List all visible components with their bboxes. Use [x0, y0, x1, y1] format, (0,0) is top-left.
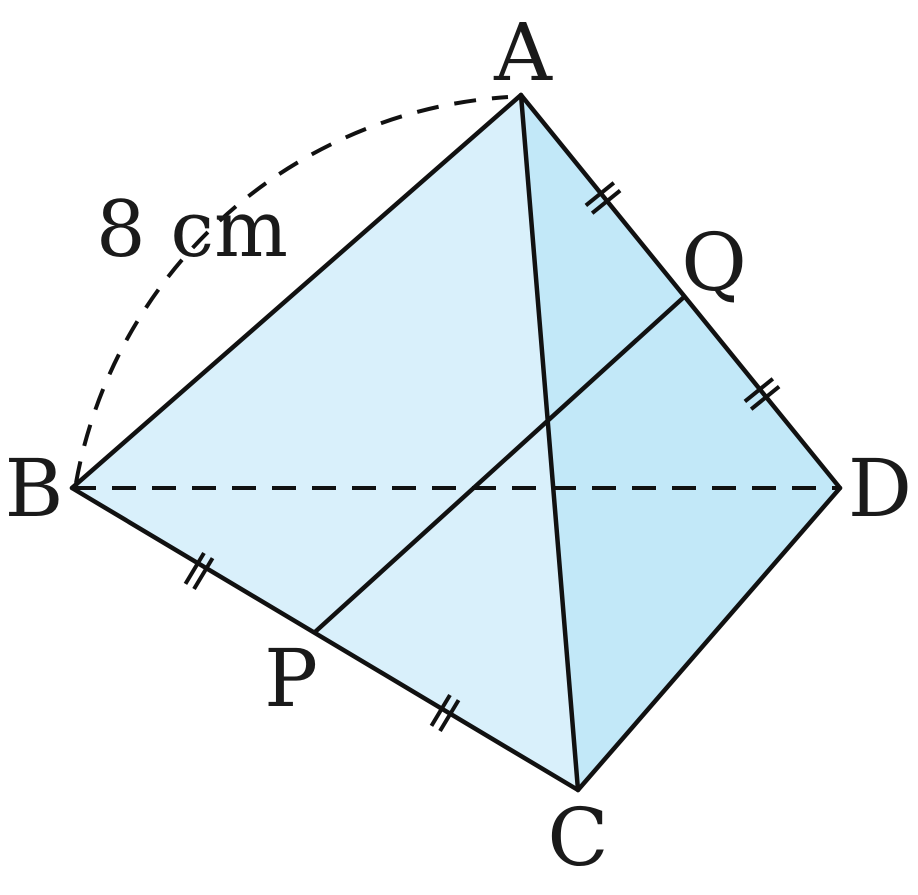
face-acd	[521, 95, 840, 790]
segment-pq	[312, 294, 687, 635]
vertex-label-a: A	[493, 6, 553, 99]
point-label-p: P	[264, 632, 318, 725]
edge-cd	[575, 485, 843, 793]
edge-ab	[69, 92, 524, 491]
vertex-label-b: B	[5, 442, 64, 535]
tick-marks	[183, 181, 781, 733]
edge-ad	[518, 92, 843, 491]
point-label-q: Q	[681, 216, 747, 309]
tick-mark-qd	[743, 377, 781, 411]
tick-mark-pc	[429, 693, 461, 733]
edge-length-label: 8 cm	[96, 185, 288, 275]
edge-bc	[69, 485, 581, 793]
face-abc	[72, 95, 578, 790]
vertex-label-d: D	[848, 442, 912, 535]
edge-ac	[518, 92, 581, 793]
edge-length-arc	[74, 95, 509, 484]
tick-mark-aq	[584, 181, 622, 215]
vertex-label-c: C	[547, 791, 608, 884]
tick-mark-bp	[183, 551, 215, 591]
